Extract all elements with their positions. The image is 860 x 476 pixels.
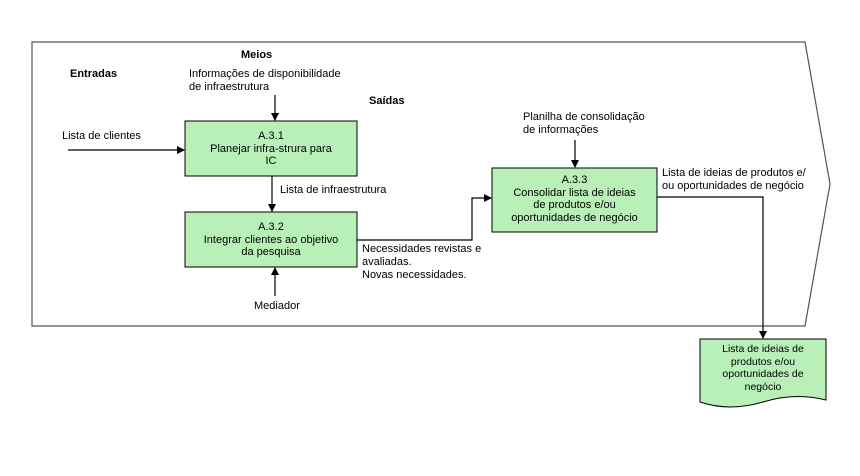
lista-infra-label: Lista de infraestrutura	[280, 184, 387, 196]
box-a33-text: A.3.3 Consolidar lista de ideias de prod…	[492, 174, 657, 224]
box-a32-text: A.3.2 Integrar clientes ao objetivo da p…	[185, 221, 357, 259]
planilha-label: Planilha de consolidação de informações	[523, 111, 645, 136]
box-a33-title: Consolidar lista de ideias de produtos e…	[511, 186, 638, 224]
box-a31-id: A.3.1	[258, 130, 284, 142]
output-label: Lista de ideias de produtos e/ ou oportu…	[662, 167, 806, 192]
box-a33-id: A.3.3	[561, 174, 588, 186]
meios-info-label: Informações de disponibilidade de infrae…	[189, 68, 341, 93]
output-document-shape	[699, 338, 827, 408]
box-a32-title: Integrar clientes ao objetivo da pesquis…	[203, 233, 339, 259]
saidas-header: Saídas	[369, 95, 405, 107]
input-lista-clientes-label: Lista de clientes	[62, 130, 141, 142]
arrow-a33-to-document	[657, 196, 767, 339]
necessidades-label: Necessidades revistas e avaliadas. Novas…	[362, 243, 482, 281]
meios-header: Meios	[241, 49, 273, 61]
box-a33	[491, 167, 658, 233]
output-document-text: Lista de ideias de produtos e/ou oportun…	[722, 343, 804, 393]
box-a31	[184, 120, 358, 177]
box-a31-text: A.3.1 Planejar infra-strura para IC	[185, 130, 357, 168]
box-a31-title: Planejar infra-strura para IC	[210, 142, 332, 168]
mediador-label: Mediador	[254, 300, 300, 312]
arrow-a32-to-a33	[357, 194, 492, 241]
entradas-header: Entradas	[70, 68, 118, 80]
box-a32-id: A.3.2	[258, 221, 284, 233]
